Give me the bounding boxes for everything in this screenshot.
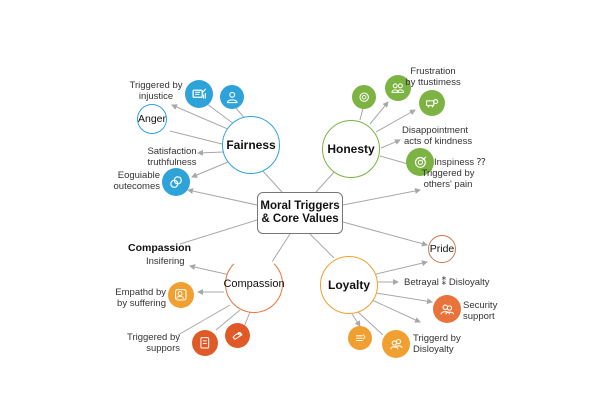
suppors-line2: suppors [146, 343, 180, 354]
others-pain-line2: others' pain [423, 179, 473, 190]
equitable-line2: outecomes [113, 181, 160, 192]
list-icon [355, 334, 366, 341]
disappointment-line2: acts of kindness [404, 136, 473, 147]
hub-compassion-label: Compassion [223, 278, 285, 290]
coins-icon [169, 175, 182, 188]
fairness-triggered-line2: injustice [138, 91, 174, 102]
central-title-box: Moral Triggers & Core Values [257, 192, 343, 234]
people-icon [389, 338, 403, 350]
hand-heart-icon [232, 331, 243, 340]
betrayal-label: Betrayal ⁑ Disloyalty [404, 277, 490, 288]
satisfaction-label: Satisfaction truthfulness [144, 146, 200, 168]
empathd-line2: by suffering [117, 298, 166, 309]
cycle-icon-badge [352, 85, 376, 109]
line-center-others-pain [342, 188, 421, 206]
line-center-loyalty [309, 233, 335, 259]
central-title-line2: & Core Values [261, 213, 339, 225]
disappointment-label: Disappointment acts of kindness [402, 125, 472, 147]
equitable-line1: Eoguiable [117, 170, 160, 181]
document-icon [200, 337, 210, 349]
people-icon-badge-loyalty [382, 330, 410, 358]
target-icon-badge [406, 148, 434, 176]
list-icon-badge [348, 326, 372, 350]
triggerd-disloyalty-line1: Triggerd by [413, 333, 461, 344]
profile-card-icon-badge [168, 282, 194, 308]
hub-honesty-label: Honesty [327, 142, 375, 156]
frustration-line1: Frustration [410, 66, 456, 77]
frustration-label: Frustration by ttustimess [400, 66, 466, 88]
insifering-label: Insifering [146, 256, 185, 267]
person-icon [226, 91, 238, 103]
group-icon [440, 304, 454, 315]
people-icon-badge-honesty [385, 75, 411, 101]
group-icon-badge [433, 295, 461, 323]
fairness-triggered-line1: Triggered by [129, 80, 183, 91]
profile-card-icon [175, 289, 187, 301]
others-pain-label: Triggered by others' pain [420, 168, 476, 190]
document-icon-badge [192, 330, 218, 356]
cart-icon [426, 99, 439, 108]
hub-honesty: Honesty [322, 120, 380, 178]
compassion-heading: Compassion [128, 242, 192, 254]
empathd-line1: Empathd by [115, 287, 166, 298]
suppors-line1: Triggered by [127, 332, 180, 343]
line-center-equitable [187, 188, 258, 206]
security-line1: Security [463, 300, 498, 311]
equitable-label: Eoguiable outecomes [108, 170, 160, 192]
disappointment-line1: Disappointment [402, 125, 469, 136]
empathd-label: Empathd by by suffering [110, 287, 166, 309]
hand-heart-icon-badge [225, 323, 250, 348]
line-center-honesty [315, 169, 337, 193]
hub-compassion: Compassion [223, 255, 285, 313]
line-center-fairness [261, 169, 283, 193]
suppors-label: Triggered by suppors [124, 332, 180, 354]
line-center-pride [342, 221, 428, 247]
satisfaction-line2: truthfulness [147, 157, 197, 168]
others-pain-line1: Triggered by [421, 168, 475, 179]
hub-loyalty: Loyalty [320, 256, 378, 314]
security-line2: support [463, 311, 495, 322]
cart-icon-badge [419, 90, 445, 116]
hub-fairness: Fairness [222, 116, 280, 174]
pride-label: Pride [429, 243, 455, 255]
person-icon-badge [220, 85, 244, 109]
triggerd-disloyalty-label: Triggerd by Disloyalty [413, 333, 461, 355]
fairness-triggered-label: Triggered by injustice [128, 80, 184, 102]
presentation-icon-badge [185, 80, 213, 108]
triggerd-disloyalty-line2: Disloyalty [413, 344, 454, 355]
central-title-line1: Moral Triggers [260, 200, 340, 212]
hub-fairness-label: Fairness [226, 138, 276, 152]
inspiness-label: Inspiness ⁇ [434, 157, 486, 168]
coins-icon-badge [162, 168, 190, 196]
people-icon [391, 83, 405, 94]
hub-loyalty-label: Loyalty [327, 278, 370, 292]
pride-node: Pride [428, 235, 456, 263]
line-center-compassion-label [179, 219, 258, 245]
cycle-icon [359, 92, 369, 102]
presentation-icon [192, 88, 206, 99]
satisfaction-line1: Satisfaction [147, 146, 197, 157]
anger-label: Anger [137, 113, 167, 125]
security-label: Security support [463, 300, 497, 322]
frustration-line2: by ttustimess [405, 77, 461, 88]
anger-node: Anger [137, 104, 167, 134]
target-icon [414, 156, 426, 168]
